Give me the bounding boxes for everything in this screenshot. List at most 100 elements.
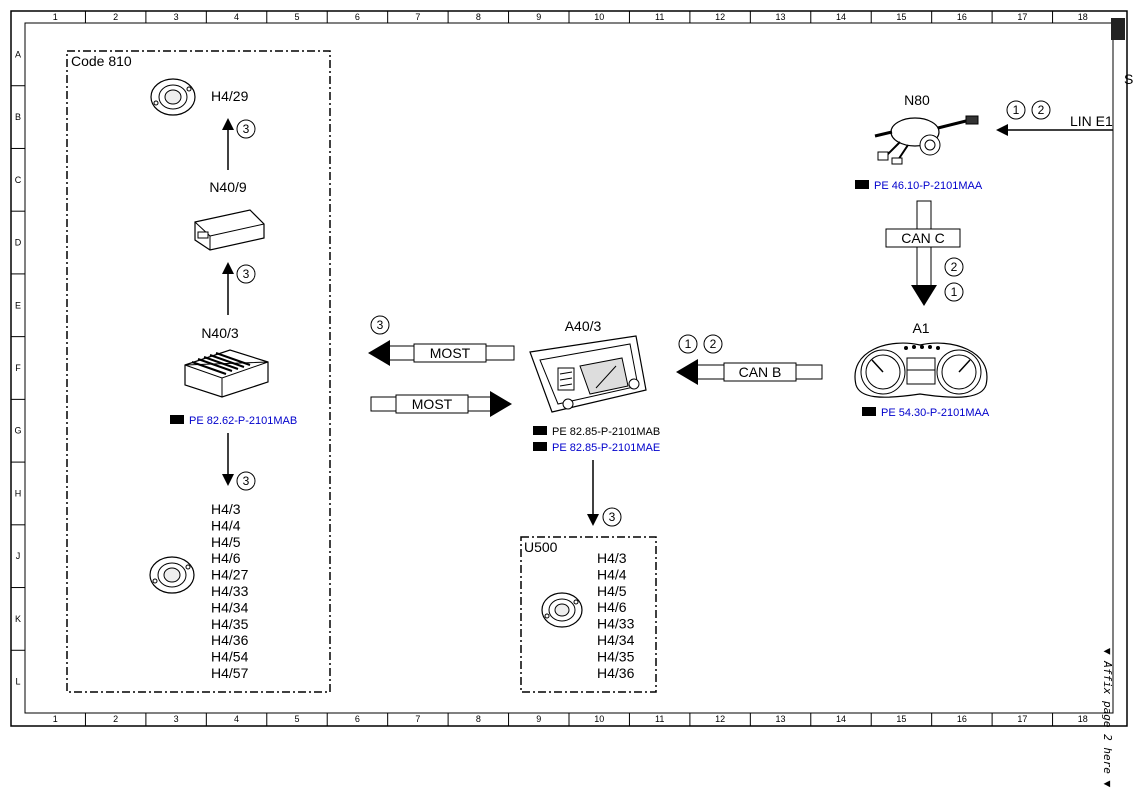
grid-column-label: 13 [776,714,786,724]
speaker-label: H4/6 [211,550,241,566]
svg-text:LIN E1: LIN E1 [1070,113,1113,129]
badge-3-c: 3 [236,471,256,491]
u500-title: U500 [524,539,558,555]
speaker-label: H4/33 [211,583,249,599]
badge-2-can-c: 2 [944,257,964,277]
ref-pointer-icon [170,415,184,424]
grid-row-label: C [15,175,22,185]
grid-column-label: 15 [896,12,906,22]
grid-column-label: 8 [476,714,481,724]
speaker-label: H4/5 [597,583,627,599]
speaker-h4-29-icon [150,78,196,116]
grid-column-label: 3 [174,714,179,724]
can-b-arrow: CAN B [676,359,823,385]
speaker-label: H4/36 [597,665,635,681]
u500-group [520,536,657,693]
svg-text:2: 2 [710,337,717,351]
grid-row-label: L [15,677,20,687]
grid-column-label: 18 [1078,12,1088,22]
speaker-label: H4/54 [211,649,249,665]
svg-text:3: 3 [243,474,250,488]
a40-3-head-unit-icon [529,335,647,413]
grid-column-label: 2 [113,714,118,724]
grid-column-label: 7 [415,12,420,22]
most-in-arrow: MOST [370,391,512,417]
grid-column-label: 1 [53,12,58,22]
grid-column-label: 2 [113,12,118,22]
grid-column-label: 15 [896,714,906,724]
badge-3-a: 3 [236,119,256,139]
speaker-label: H4/36 [211,632,249,648]
n80-ref-link[interactable]: PE 46.10-P-2101MAA [874,180,983,192]
grid-row-label: A [15,49,21,59]
badge-1-lin: 1 [1006,100,1026,120]
speaker-h4-29-label: H4/29 [211,88,249,104]
svg-text:CAN B: CAN B [739,364,782,380]
n80-steering-column-module-icon [874,115,979,165]
a40-3-ref-1[interactable]: PE 82.85-P-2101MAB [552,426,660,438]
badge-2-lin: 2 [1031,100,1051,120]
grid-column-label: 18 [1078,714,1088,724]
speaker-label: H4/5 [211,534,241,550]
grid-row-label: E [15,300,21,310]
grid-column-label: 4 [234,12,239,22]
speaker-label: H4/27 [211,567,249,583]
affix-page-note: ▼ Affix page 2 here ▼ [1101,648,1114,787]
speaker-label: H4/33 [597,616,635,632]
code-810-group [66,50,331,693]
grid-row-label: H [15,488,22,498]
grid-row-label: J [16,551,21,561]
grid-column-label: 6 [355,12,360,22]
svg-text:1: 1 [1013,103,1020,117]
ref-pointer-icon [533,426,547,435]
grid-column-label: 16 [957,12,967,22]
badge-2-can-b: 2 [703,334,723,354]
badge-1-can-b: 1 [678,334,698,354]
n40-9-label: N40/9 [209,179,247,195]
svg-text:CAN C: CAN C [901,230,945,246]
speaker-label: H4/35 [597,648,635,664]
speaker-label: H4/34 [597,632,635,648]
grid-column-label: 11 [655,714,664,724]
grid-column-label: 14 [836,714,846,724]
grid-column-label: 10 [594,714,604,724]
ref-pointer-icon [855,180,869,189]
speaker-label: H4/35 [211,616,249,632]
corner-letter: S [1124,71,1133,87]
a40-3-ref-2-link[interactable]: PE 82.85-P-2101MAE [552,442,660,454]
svg-text:2: 2 [951,260,958,274]
grid-row-label: B [15,112,21,122]
grid-column-label: 1 [53,714,58,724]
ref-pointer-icon [862,407,876,416]
badge-1-can-c: 1 [944,282,964,302]
badge-3-most: 3 [370,315,390,335]
grid-row-label: F [15,363,21,373]
can-c-arrow: CAN C [885,200,961,306]
a1-ref-link[interactable]: PE 54.30-P-2101MAA [881,407,990,419]
grid-row-label: G [14,426,21,436]
svg-text:1: 1 [685,337,692,351]
speaker-label: H4/34 [211,599,249,615]
speaker-left-group-icon [149,556,195,594]
grid-column-label: 16 [957,714,967,724]
grid-column-label: 11 [655,12,664,22]
a40-3-label: A40/3 [565,318,602,334]
a1-instrument-cluster-icon [854,342,988,398]
grid-column-label: 5 [294,12,299,22]
grid-column-label: 13 [776,12,786,22]
svg-text:3: 3 [377,318,384,332]
grid-column-label: 4 [234,714,239,724]
n40-3-ref-link[interactable]: PE 82.62-P-2101MAB [189,415,297,427]
grid-row-label: D [15,238,22,248]
grid-column-label: 12 [715,12,725,22]
grid-column-label: 12 [715,714,725,724]
svg-text:MOST: MOST [430,345,471,361]
grid-column-label: 6 [355,714,360,724]
speaker-label: H4/4 [211,517,241,533]
grid-column-label: 10 [594,12,604,22]
grid-column-label: 17 [1017,714,1027,724]
